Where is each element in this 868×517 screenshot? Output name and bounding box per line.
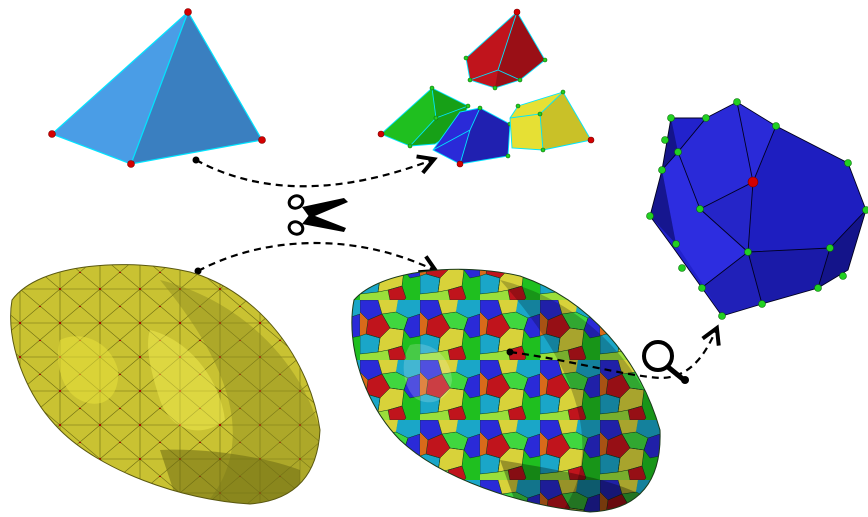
- zoomed-polyhedral-cell: [646, 98, 868, 320]
- magnifier-icon: [642, 340, 689, 384]
- input-surface-mesh: [10, 264, 321, 505]
- tetrahedron: [48, 8, 266, 168]
- yellow-cell: [509, 89, 595, 153]
- split-arrow-top: [195, 154, 438, 188]
- blue-cell: [432, 105, 513, 168]
- voronoi-colored-mesh: [351, 268, 661, 513]
- red-cell: [463, 8, 548, 91]
- zoom-arrow: [509, 324, 721, 380]
- scissors-icon: [287, 194, 348, 236]
- split-arrow-bottom: [197, 242, 440, 275]
- decomposed-cells: [377, 8, 595, 168]
